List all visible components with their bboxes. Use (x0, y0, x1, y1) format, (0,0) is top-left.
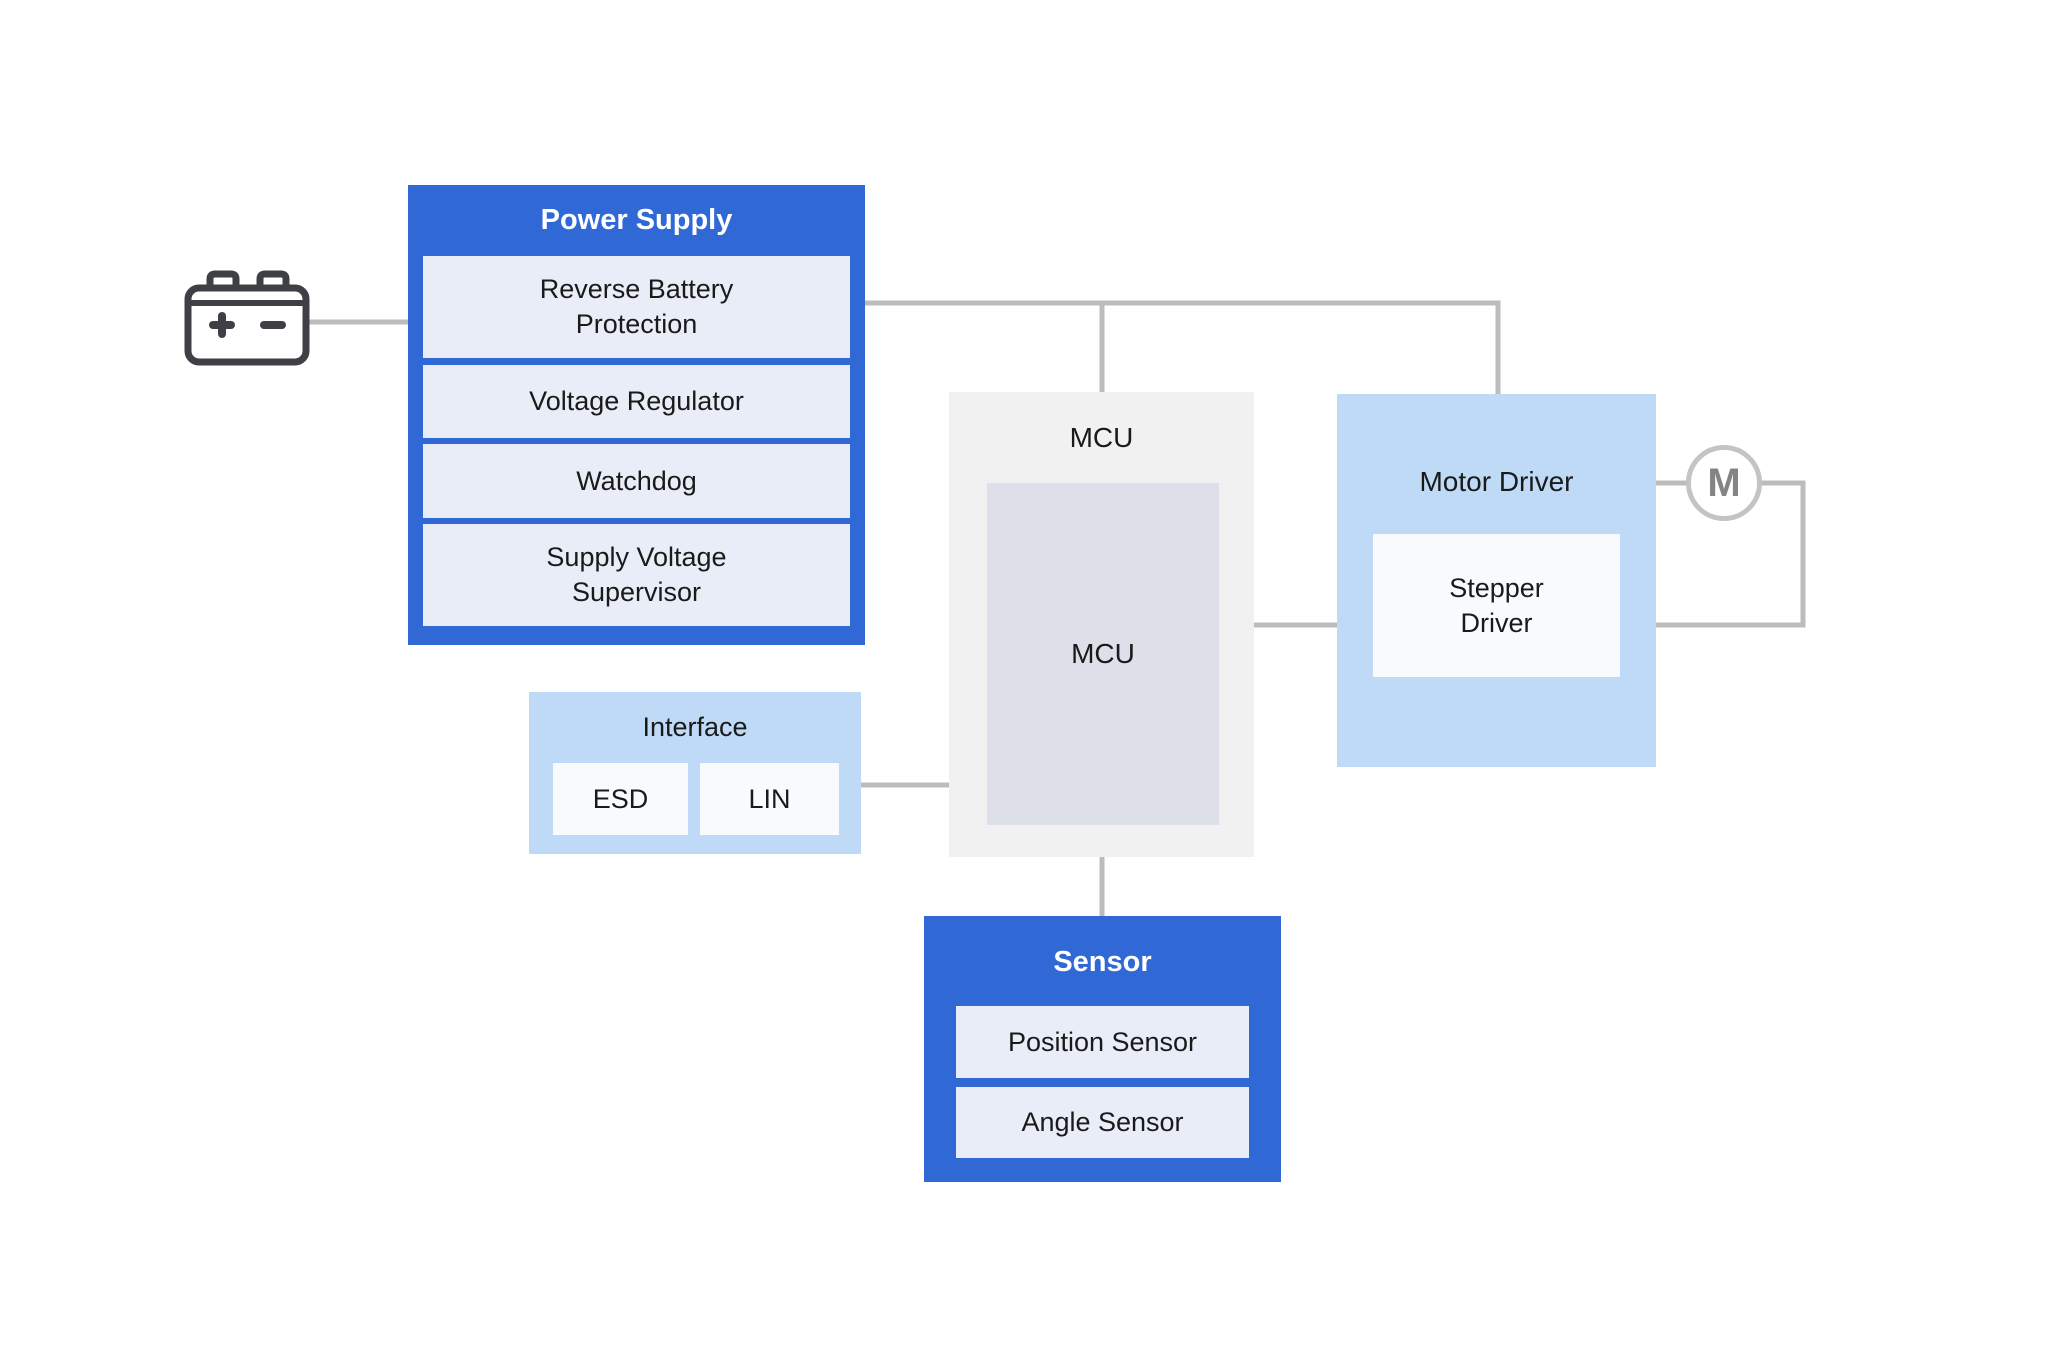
reverse-battery-protection-box: Reverse Battery Protection (423, 256, 850, 358)
voltage-regulator-box: Voltage Regulator (423, 365, 850, 438)
motor-driver-block: Motor Driver Stepper Driver (1337, 394, 1656, 767)
mcu-inner-label: MCU (1071, 638, 1135, 669)
esd-box: ESD (553, 763, 688, 835)
power-supply-block: Power Supply Reverse Battery Protection … (408, 185, 865, 645)
angle-sensor-label: Angle Sensor (1021, 1107, 1184, 1137)
angle-sensor-box: Angle Sensor (956, 1087, 1249, 1158)
lin-label: LIN (748, 783, 791, 814)
mcu-title: MCU (1069, 422, 1134, 453)
supply-voltage-supervisor-box: Supply Voltage Supervisor (423, 524, 850, 626)
wire-motor-loop (1654, 480, 1806, 628)
battery-terminal-left (206, 270, 240, 290)
voltage-regulator-label: Voltage Regulator (529, 386, 744, 416)
watchdog-label: Watchdog (576, 465, 697, 496)
battery-icon (183, 262, 313, 368)
lin-box: LIN (700, 763, 839, 835)
motor-label: M (1707, 460, 1741, 505)
wire-power-motor-driver (863, 300, 1501, 396)
reverse-battery-protection-label: Reverse Battery Protection (539, 274, 734, 339)
watchdog-box: Watchdog (423, 444, 850, 518)
mcu-block: MCU MCU (949, 392, 1254, 857)
battery-terminal-right (256, 270, 290, 290)
esd-label: ESD (592, 783, 649, 814)
position-sensor-label: Position Sensor (1007, 1026, 1198, 1057)
position-sensor-box: Position Sensor (956, 1006, 1249, 1078)
battery-body (184, 284, 310, 366)
stepper-driver-box: Stepper Driver (1373, 534, 1620, 677)
motor-driver-title: Motor Driver (1419, 466, 1574, 497)
power-supply-title: Power Supply (540, 204, 733, 236)
mcu-inner-block: MCU (987, 483, 1219, 825)
sensor-block: Sensor Position Sensor Angle Sensor (924, 916, 1281, 1182)
interface-title: Interface (642, 711, 748, 742)
supply-voltage-supervisor-label: Supply Voltage Supervisor (546, 542, 727, 607)
stepper-driver-label: Stepper Driver (1449, 572, 1544, 638)
interface-block: Interface ESD LIN (529, 692, 861, 854)
motor-icon: M (1686, 445, 1762, 521)
sensor-title: Sensor (1053, 946, 1152, 978)
